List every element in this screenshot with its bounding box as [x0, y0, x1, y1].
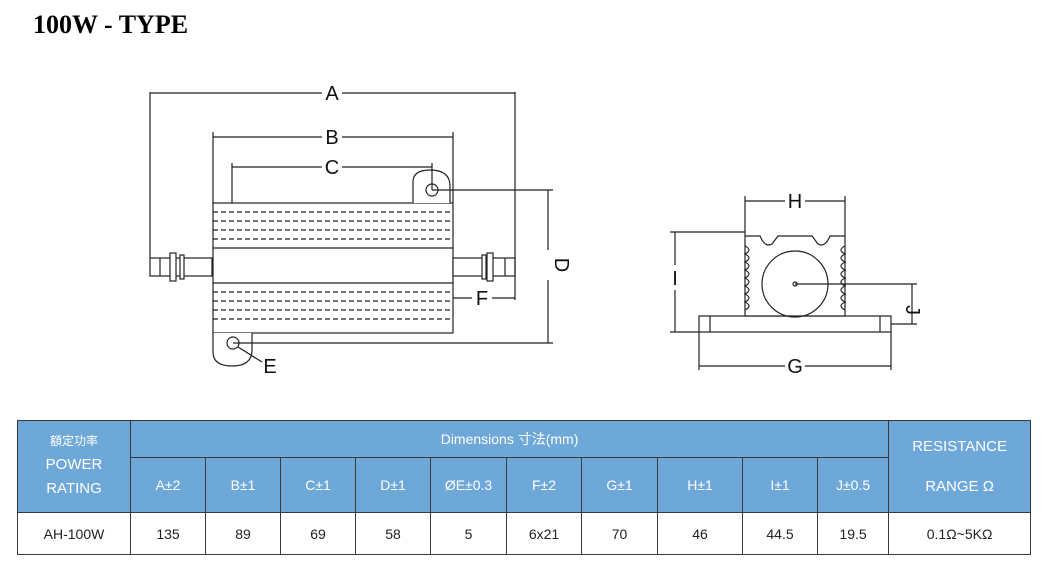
label-i: I [672, 268, 678, 290]
column-header: G±1 [581, 457, 658, 513]
column-header: B±1 [205, 457, 281, 513]
spec-table: 額定功率 POWER RATING Dimensions 寸法(mm) RESI… [17, 420, 1032, 555]
label-b: B [325, 127, 338, 149]
value-cell: 44.5 [742, 512, 818, 555]
value-cell: 58 [355, 512, 431, 555]
column-header: J±0.5 [816, 457, 890, 513]
resistor-end-view [698, 235, 917, 333]
table-row: AH-100W 135 89 69 58 5 6x21 70 46 44.5 1… [17, 512, 1032, 555]
resistance-cell: 0.1Ω~5KΩ [888, 512, 1032, 555]
value-cell: 6x21 [506, 512, 582, 555]
value-cell: 19.5 [816, 512, 890, 555]
value-cell: 5 [430, 512, 507, 555]
column-header: D±1 [355, 457, 431, 513]
resistance-header: RESISTANCE RANGE Ω [888, 420, 1032, 513]
column-header: ØE±0.3 [430, 457, 507, 513]
dimension-drawing: A B C D E F H I J G [149, 83, 923, 378]
side-view-dimensions [149, 92, 553, 363]
label-c: C [325, 157, 339, 179]
column-header: F±2 [506, 457, 582, 513]
end-view-dimensions [670, 196, 917, 370]
label-f: F [476, 288, 488, 310]
value-cell: 135 [130, 512, 206, 555]
power-rating-header: 額定功率 POWER RATING [17, 420, 131, 513]
model-cell: AH-100W [17, 512, 131, 555]
page-title: 100W - TYPE [33, 10, 189, 39]
label-d: D [550, 258, 572, 272]
value-cell: 46 [657, 512, 743, 555]
power-rating-line1: POWER [45, 456, 103, 473]
value-cell: 89 [205, 512, 281, 555]
power-rating-cjk: 額定功率 [49, 434, 98, 448]
resistance-line2: RANGE Ω [925, 477, 994, 495]
power-rating-line2: RATING [46, 480, 102, 497]
label-h: H [788, 191, 802, 213]
dimensions-header: Dimensions 寸法(mm) [129, 420, 890, 458]
column-header: C±1 [280, 457, 356, 513]
resistor-side-view [149, 169, 516, 367]
label-a: A [325, 83, 339, 105]
label-e: E [263, 356, 276, 378]
resistance-line1: RESISTANCE [912, 437, 1007, 455]
column-header: H±1 [657, 457, 743, 513]
label-j: J [901, 305, 923, 315]
column-header: A±2 [130, 457, 206, 513]
value-cell: 69 [280, 512, 356, 555]
column-header: I±1 [742, 457, 818, 513]
value-cell: 70 [581, 512, 658, 555]
label-g: G [787, 356, 803, 378]
